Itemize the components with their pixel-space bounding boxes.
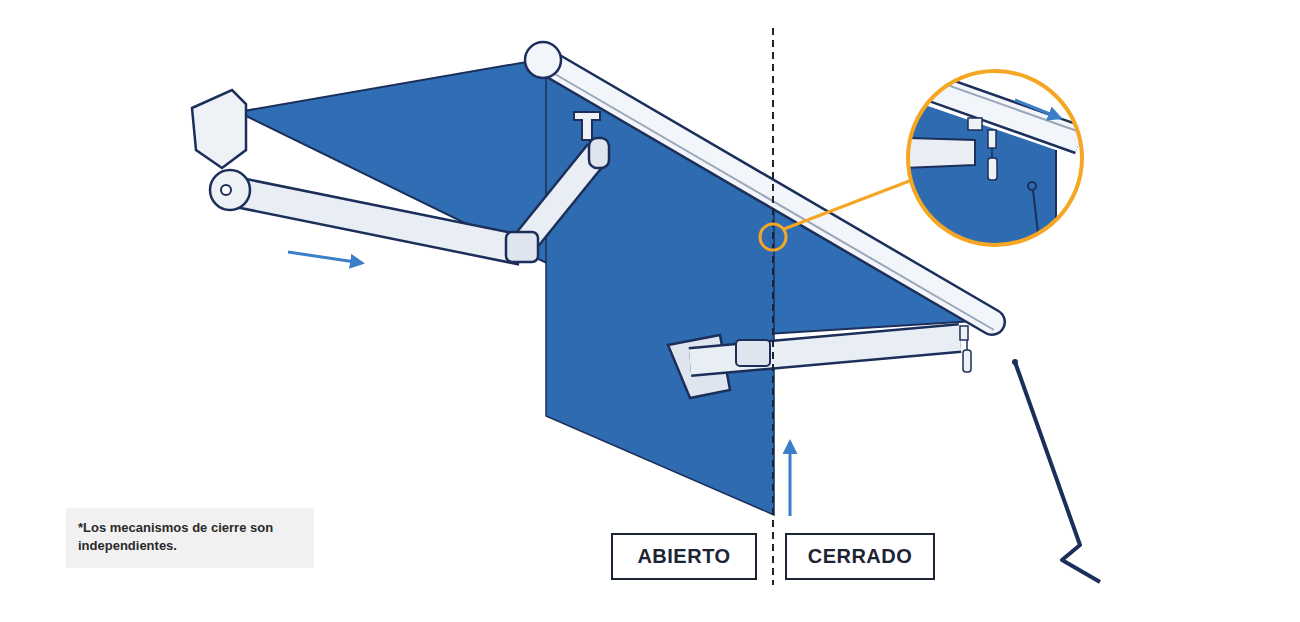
crank-tip [1012, 359, 1018, 365]
zoom-leader [784, 180, 912, 229]
arm-elbow [736, 340, 770, 366]
open-closed-divider [772, 28, 774, 585]
zoom-eyelet [1028, 182, 1036, 190]
crank-handle [1015, 362, 1100, 582]
extend-arrow [288, 252, 362, 263]
zoom-detail [905, 68, 1087, 250]
zoom-hook [988, 158, 997, 180]
zoom-fabric-edge [1055, 150, 1057, 250]
folding-arm [236, 192, 522, 250]
arm-outline [236, 192, 522, 250]
arm-pivot [589, 138, 609, 168]
node-text: CERRADO [799, 545, 921, 568]
zoom-hook-link [991, 148, 993, 158]
zoom-bracket [968, 118, 982, 130]
state-label: CERRADO [785, 533, 935, 580]
zoom-circle [908, 71, 1082, 245]
state-label: ABIERTO [611, 533, 757, 580]
raise-arrow [789, 442, 792, 516]
folding-arm [690, 338, 960, 362]
zoom-spot [760, 224, 786, 250]
arm-elbow [506, 232, 538, 262]
zoom-cord [1033, 190, 1040, 250]
bar-end-cap [525, 42, 561, 78]
zoom-arrow [1015, 100, 1060, 118]
closure-hook [963, 350, 971, 372]
closure-hook [960, 326, 968, 340]
arm-outline [690, 338, 960, 362]
zoom-arm [905, 138, 975, 168]
zoom-ground [905, 68, 1087, 250]
pivot-pin [221, 185, 231, 195]
zoom-hook [988, 130, 996, 148]
node-text: ABIERTO [625, 545, 743, 568]
hook-link [966, 340, 968, 350]
node-text: *Los mecanismos de cierre son independie… [78, 519, 278, 554]
arm-bracket [574, 112, 600, 140]
arm-shoulder [210, 170, 250, 210]
wall-housing [192, 90, 246, 168]
footnote-box: *Los mecanismos de cierre son independie… [66, 508, 314, 568]
